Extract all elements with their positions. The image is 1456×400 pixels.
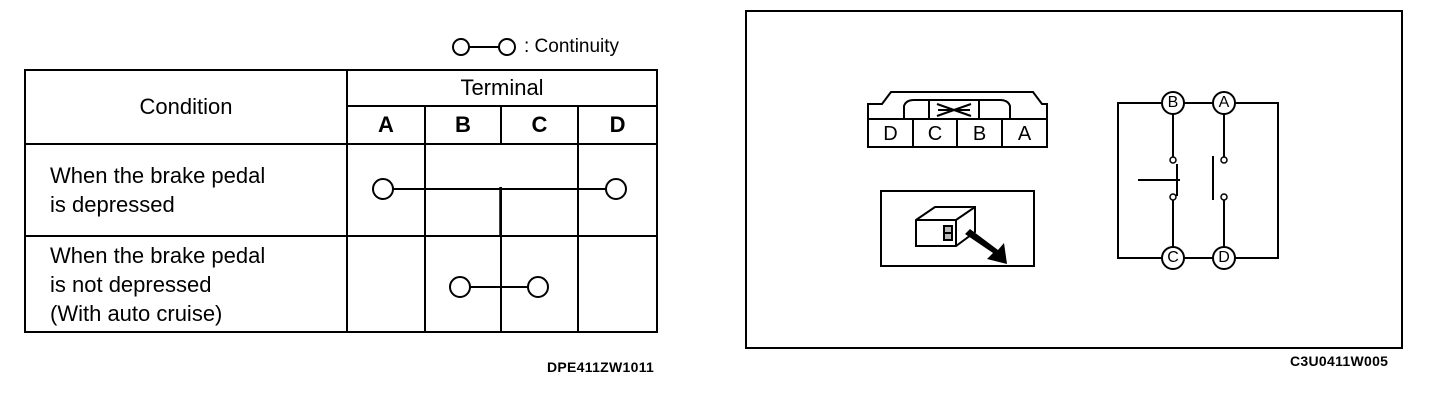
cell-b: [424, 235, 502, 333]
connector-pin-c: C: [927, 123, 943, 145]
terminal-header: Terminal: [345, 69, 659, 107]
cell-a: [346, 235, 426, 333]
condition-cell: When the brake pedal is depressed: [24, 143, 348, 237]
condition-line: When the brake pedal: [50, 163, 266, 188]
terminal-d-header: D: [576, 105, 659, 145]
cell-d: [576, 143, 659, 237]
connector-view-box: [880, 190, 1035, 267]
continuity-table: Condition Terminal A B C D When the brak…: [24, 69, 659, 333]
condition-cell: When the brake pedal is not depressed (W…: [24, 235, 348, 333]
connector-pin-b: B: [972, 123, 987, 145]
connector-pin-d: D: [883, 123, 898, 145]
cell-c: [500, 143, 579, 237]
terminal-c-header: C: [500, 105, 579, 145]
table-row: When the brake pedal is depressed: [24, 143, 659, 237]
terminal-b-header: B: [424, 105, 502, 145]
figure-code-left: DPE411ZW1011: [547, 359, 655, 375]
connector-frame: [745, 10, 1403, 349]
connector-pin-a: A: [1017, 123, 1032, 145]
continuity-symbol-icon: [452, 38, 516, 56]
condition-line: is not depressed: [50, 271, 212, 297]
cell-d: [576, 235, 659, 333]
condition-line: (With auto cruise): [50, 300, 223, 326]
condition-line: is depressed: [50, 192, 175, 217]
schematic-label-d: D: [1218, 249, 1230, 266]
legend-label: : Continuity: [524, 36, 620, 57]
terminal-a-header: A: [346, 105, 426, 145]
cell-c: [500, 235, 579, 333]
schematic-label-b: B: [1167, 94, 1179, 111]
cell-b: [424, 143, 502, 237]
continuity-legend: : Continuity: [448, 34, 619, 60]
schematic-label-a: A: [1218, 94, 1230, 111]
condition-header: Condition: [24, 69, 348, 145]
schematic-label-c: C: [1167, 249, 1179, 266]
connector-pin-row: D C B A: [868, 121, 1047, 147]
condition-line: When the brake pedal: [50, 242, 266, 268]
figure-code-right: C3U0411W005: [1290, 353, 1389, 369]
table-row: When the brake pedal is not depressed (W…: [24, 235, 659, 333]
cell-a: [346, 143, 426, 237]
